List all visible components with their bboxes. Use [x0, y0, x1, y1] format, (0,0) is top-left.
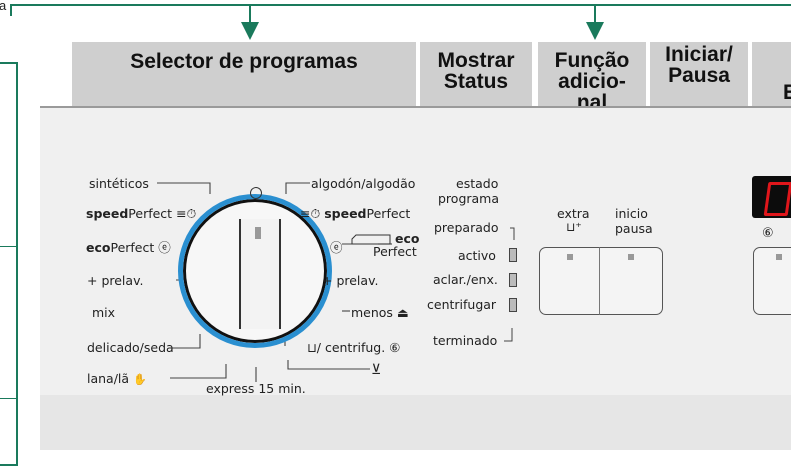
spin-speed-button[interactable]: [753, 247, 791, 315]
header-additional-line2: adicio-: [558, 70, 626, 93]
program-spin-label: / centrifug.: [316, 340, 386, 355]
status-led-rinse: [509, 273, 517, 287]
iron-icon: ⏏: [396, 305, 409, 320]
extra-button[interactable]: [539, 247, 601, 315]
callout-divider-2: [0, 398, 16, 399]
program-eco-rest-right: Perfect: [373, 244, 417, 259]
status-rinse: aclar./enx.: [433, 272, 498, 287]
header-program-selector-label: Selector de programas: [130, 50, 358, 73]
status-led-spin: [509, 298, 517, 312]
control-panel-lower: [40, 395, 791, 450]
handwash-icon: ✋: [133, 373, 147, 386]
program-delicate: delicado/seda: [87, 340, 174, 355]
spin-speed-icon: ⑥: [762, 226, 774, 241]
eco-e-icon: ⓔ: [158, 240, 171, 255]
program-synthetics: sintéticos: [89, 176, 149, 191]
extra-rinse-icon: ⊔⁺: [566, 220, 582, 234]
eco-bold-left: eco: [86, 240, 111, 255]
speed-rest-left: Perfect: [128, 206, 173, 221]
status-ready: preparado: [434, 220, 499, 235]
program-prewash-left: + prelav.: [87, 273, 144, 288]
speed-bold-left: speed: [86, 206, 129, 221]
program-less-label: menos: [351, 305, 393, 320]
header-program-selector: Selector de programas: [72, 42, 416, 106]
top-left-fragment: a: [0, 0, 7, 13]
status-finished: terminado: [433, 333, 498, 348]
spin-icon: ⑥: [389, 340, 401, 355]
status-led-active: [509, 248, 517, 262]
header-start-pause: Iniciar/ Pausa: [650, 42, 748, 106]
program-speed-perfect-left: speedPerfect ≡⏱: [86, 206, 196, 222]
control-panel: [40, 106, 791, 438]
timer-icon: ≡⏱: [176, 206, 197, 221]
extra-label: extra: [557, 206, 590, 221]
program-cotton: algodón/algodão: [311, 176, 416, 191]
arrow-down-program-icon: [241, 4, 259, 40]
drain-icon: ⊻: [371, 362, 382, 378]
display-digit: [763, 182, 791, 216]
program-wool: lana/lã ✋: [87, 371, 147, 386]
program-express: express 15 min.: [206, 381, 306, 396]
header-start-line2: Pausa: [668, 64, 730, 87]
start-label-1: inicio: [615, 206, 648, 221]
dial-pointer: [255, 227, 261, 239]
extra-led: [567, 254, 573, 260]
start-led: [628, 254, 634, 260]
program-eco-perfect-left: ecoPerfect ⓔ: [86, 237, 171, 256]
program-spin: ⊔/ centrifug. ⑥: [307, 340, 400, 355]
program-mix: mix: [92, 305, 116, 320]
speed-rest-right: Perfect: [366, 206, 411, 221]
status-spin: centrifugar: [427, 297, 497, 312]
dial-position-marker: [250, 187, 262, 199]
program-wool-label: lana/lã: [87, 371, 130, 386]
header-show-status: Mostrar Status: [420, 42, 532, 106]
eco-rest-left: Perfect: [110, 240, 155, 255]
timer-icon-right: ≡⏱: [300, 206, 321, 221]
program-less: menos ⏏: [351, 305, 409, 320]
arrow-down-additional-icon: [586, 4, 604, 40]
header-additional-line1: Função: [554, 49, 630, 72]
program-speed-perfect-right: ≡⏱ speedPerfect: [300, 206, 410, 222]
eco-e-icon-right: ⓔ: [330, 240, 343, 255]
tub-icon: ⊔: [307, 340, 317, 355]
program-eco-bold-right: eco: [395, 231, 420, 246]
status-title-2: programa: [438, 191, 500, 206]
header-show-status-line2: Status: [443, 70, 509, 93]
start-label-2: pausa: [615, 221, 653, 236]
program-prewash-right: + prelav.: [322, 273, 379, 288]
status-title-1: estado: [456, 176, 499, 191]
header-cut-letter: E: [783, 81, 791, 104]
callout-frame-top: [10, 4, 791, 16]
program-dial[interactable]: [178, 194, 332, 348]
header-start-line1: Iniciar/: [665, 43, 733, 66]
header-cut-cell: E: [752, 42, 791, 106]
spin-led: [776, 254, 782, 260]
callout-divider-1: [0, 246, 16, 247]
status-active: activo: [458, 248, 496, 263]
start-pause-button[interactable]: [599, 247, 663, 315]
digital-display: [752, 176, 791, 218]
header-additional-function: Função adicio- nal: [538, 42, 646, 113]
speed-bold-right: speed: [324, 206, 367, 221]
header-show-status-line1: Mostrar: [437, 49, 515, 72]
